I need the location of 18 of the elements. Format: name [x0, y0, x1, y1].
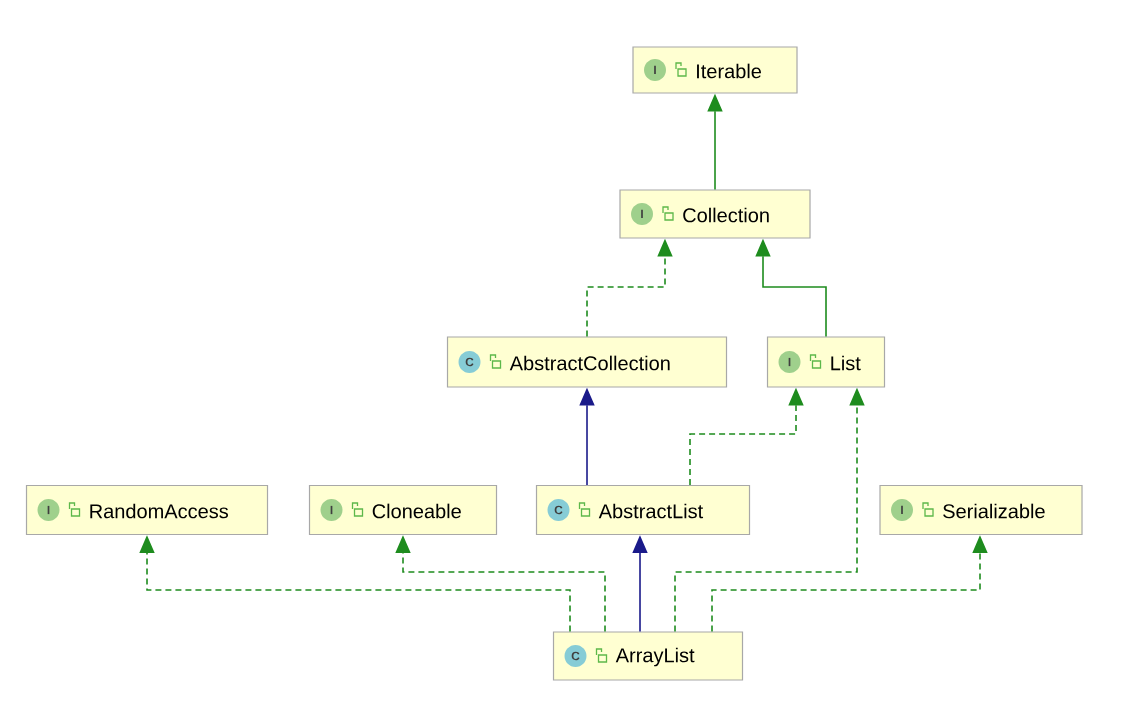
type-badge: C	[547, 499, 570, 521]
type-badge: I	[631, 203, 653, 225]
type-badge: I	[320, 499, 343, 521]
class-name: Cloneable	[372, 503, 461, 519]
type-badge: I	[644, 59, 666, 81]
class-name: AbstractCollection	[509, 355, 670, 371]
class-name: AbstractList	[598, 503, 704, 519]
type-badge: C	[564, 645, 587, 667]
class-name: RandomAccess	[90, 503, 228, 519]
class-name: Collection	[683, 207, 769, 223]
type-badge: C	[458, 351, 481, 373]
type-badge: I	[891, 499, 913, 521]
type-badge: I	[37, 499, 60, 521]
class-name: List	[831, 355, 861, 371]
class-name: ArrayList	[615, 647, 695, 667]
class-name: Iterable	[697, 63, 761, 79]
class-name: Serializable	[943, 503, 1045, 519]
type-badge: I	[778, 351, 801, 373]
